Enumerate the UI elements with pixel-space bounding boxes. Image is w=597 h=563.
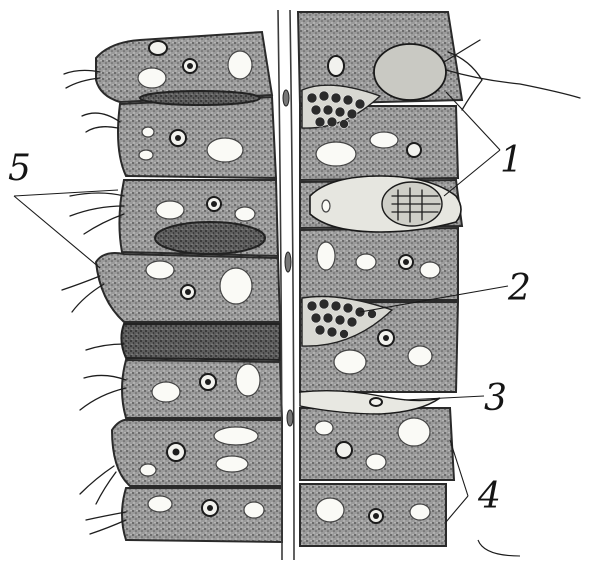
vacuole [228, 51, 252, 79]
fibrocyte [285, 252, 291, 272]
pointer-4b [446, 496, 468, 522]
vacuole [370, 132, 398, 148]
vacuole [152, 382, 180, 402]
vacuole [408, 346, 432, 366]
label-2: 2 [507, 268, 531, 309]
nucleolus [187, 63, 193, 69]
vacuole [356, 254, 376, 270]
label-4: 4 [477, 476, 501, 517]
nucleolus [207, 505, 213, 511]
nucleolus [173, 449, 180, 456]
vacuole [317, 242, 335, 270]
vacuole [146, 261, 174, 279]
nucleus [407, 143, 421, 157]
vacuole [148, 496, 172, 512]
nucleus [328, 56, 344, 76]
nucleolus [373, 513, 379, 519]
vacuole [139, 150, 153, 160]
vacuole [398, 418, 430, 446]
vacuole [420, 262, 440, 278]
vacuole [216, 456, 248, 472]
fibrocyte [283, 90, 289, 106]
vacuole [316, 498, 344, 522]
vacuole [410, 504, 430, 520]
left-cell-5-dark [121, 324, 280, 360]
right-epithelium [298, 12, 580, 546]
nucleolus [175, 135, 181, 141]
granular-band [140, 91, 260, 105]
vacuole [142, 127, 154, 137]
left-cell-7 [112, 420, 282, 486]
stray-mark [478, 540, 520, 556]
nucleolus [185, 289, 191, 295]
nucleolus [403, 259, 409, 265]
vacuole [235, 207, 255, 221]
vacuole [315, 421, 333, 435]
vacuole [140, 464, 156, 476]
label-1: 1 [500, 140, 523, 181]
granular-band [155, 222, 265, 254]
left-cell-2 [118, 97, 276, 178]
left-epithelium [62, 32, 282, 542]
fibrocyte [287, 410, 293, 426]
vacuole [138, 68, 166, 88]
septum-line [290, 10, 294, 560]
nucleolus [205, 379, 211, 385]
nucleolus [211, 201, 217, 207]
vacuole [214, 427, 258, 445]
vacuole [156, 201, 184, 219]
vacuole [366, 454, 386, 470]
nucleus [149, 41, 167, 55]
vacuole [236, 364, 260, 396]
label-5: 5 [8, 148, 31, 189]
flagellated-cell [374, 40, 580, 110]
vacuole [244, 502, 264, 518]
label-3: 3 [484, 378, 507, 419]
vacuole [220, 268, 252, 304]
nucleus [336, 442, 352, 458]
vacuole [316, 142, 356, 166]
vacuole [207, 138, 243, 162]
pointer-3 [404, 396, 484, 400]
vacuole [334, 350, 366, 374]
nucleolus [383, 335, 389, 341]
basal-cell-nucleus [370, 398, 382, 406]
